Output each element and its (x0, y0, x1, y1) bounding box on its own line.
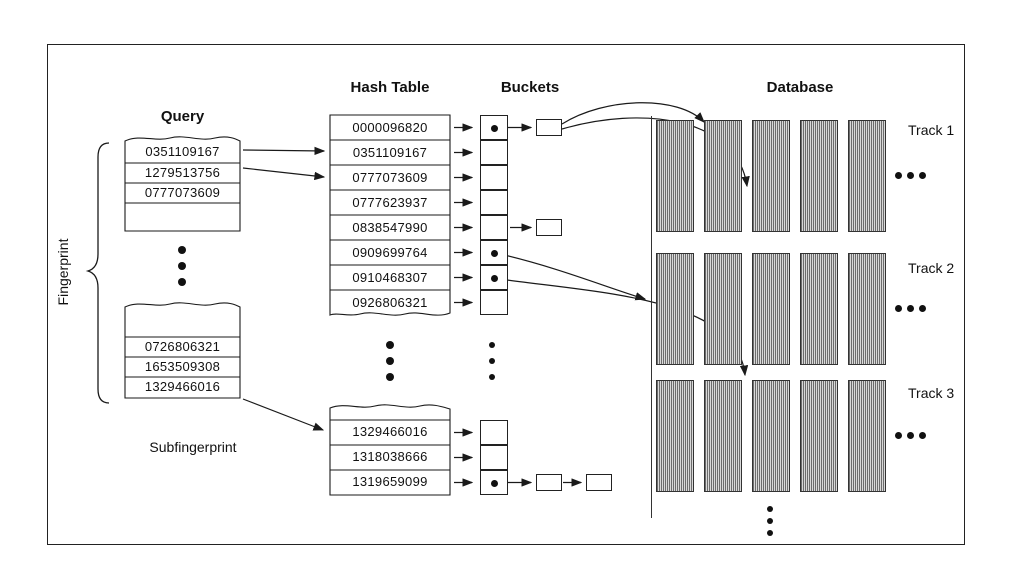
database-left-edge (651, 116, 652, 518)
ellipsis-dot (919, 432, 926, 439)
bucket-entry-box (536, 119, 562, 136)
bucket-pointer-dot (491, 275, 498, 282)
ellipsis-dot (895, 305, 902, 312)
track-bar (752, 120, 790, 232)
figure-border (47, 44, 965, 545)
query-label: Query (160, 108, 205, 125)
hash-row: 0910468307 (352, 270, 428, 285)
hash-row: 0926806321 (352, 295, 428, 310)
ellipsis-dot (386, 357, 394, 365)
bucket-entry-box (536, 474, 562, 491)
bucket-pointer-dot (491, 125, 498, 132)
ellipsis-dot (907, 432, 914, 439)
hash-row: 0909699764 (352, 245, 428, 260)
track-bar (656, 253, 694, 365)
bucket-cell (480, 190, 508, 215)
hash-row: 1329466016 (352, 424, 428, 439)
bucket-cell (480, 140, 508, 165)
bucket-pointer-dot (491, 250, 498, 257)
query-row: 0351109167 (145, 144, 220, 159)
hash-row: 0777073609 (352, 170, 428, 185)
bucket-cell (480, 290, 508, 315)
ellipsis-dot (489, 342, 495, 348)
bucket-cell (480, 165, 508, 190)
track-bar (752, 253, 790, 365)
ellipsis-dot (767, 506, 773, 512)
ellipsis-dot (386, 341, 394, 349)
fingerprint-label: Fingerprint (55, 238, 71, 306)
hash-row: 1319659099 (352, 474, 428, 489)
track-label: Track 2 (908, 260, 955, 276)
subfingerprint-row: 1329466016 (144, 379, 221, 394)
track-bar (800, 253, 838, 365)
ellipsis-dot (178, 246, 186, 254)
ellipsis-dot (178, 278, 186, 286)
track-label: Track 1 (908, 122, 955, 138)
track-bar (704, 120, 742, 232)
track-bar (752, 380, 790, 492)
track-bar (656, 120, 694, 232)
hash-row: 0351109167 (352, 145, 428, 160)
subfingerprint-row: 0726806321 (144, 339, 221, 354)
track-bar (704, 253, 742, 365)
hash-row: 0838547990 (352, 220, 428, 235)
ellipsis-dot (907, 172, 914, 179)
hash-row: 0777623937 (352, 195, 428, 210)
track-bar (800, 380, 838, 492)
track-bar (800, 120, 838, 232)
bucket-cell (480, 470, 508, 495)
bucket-cell (480, 240, 508, 265)
ellipsis-dot (895, 172, 902, 179)
ellipsis-dot (767, 530, 773, 536)
ellipsis-dot (178, 262, 186, 270)
track-bar (656, 380, 694, 492)
bucket-cell (480, 445, 508, 470)
ellipsis-dot (919, 305, 926, 312)
subfingerprint-label: Subfingerprint (149, 439, 237, 455)
database-label: Database (766, 79, 834, 96)
bucket-cell (480, 215, 508, 240)
subfingerprint-row: 1653509308 (144, 359, 221, 374)
bucket-entry-box (586, 474, 612, 491)
track-bar (704, 380, 742, 492)
bucket-cell (480, 420, 508, 445)
ellipsis-dot (489, 374, 495, 380)
track-bar (848, 253, 886, 365)
hash-row: 1318038666 (352, 449, 428, 464)
track-bar (848, 380, 886, 492)
ellipsis-dot (386, 373, 394, 381)
ellipsis-dot (767, 518, 773, 524)
bucket-pointer-dot (491, 480, 498, 487)
hash-row: 0000096820 (352, 120, 428, 135)
ellipsis-dot (895, 432, 902, 439)
buckets-label: Buckets (500, 79, 560, 96)
ellipsis-dot (907, 305, 914, 312)
ellipsis-dot (489, 358, 495, 364)
track-label: Track 3 (908, 385, 955, 401)
bucket-cell (480, 265, 508, 290)
bucket-cell (480, 115, 508, 140)
bucket-entry-box (536, 219, 562, 236)
query-row: 0777073609 (144, 185, 221, 200)
track-bar (848, 120, 886, 232)
hash-table-label: Hash Table (350, 79, 430, 96)
ellipsis-dot (919, 172, 926, 179)
query-row: 1279513756 (144, 165, 221, 180)
